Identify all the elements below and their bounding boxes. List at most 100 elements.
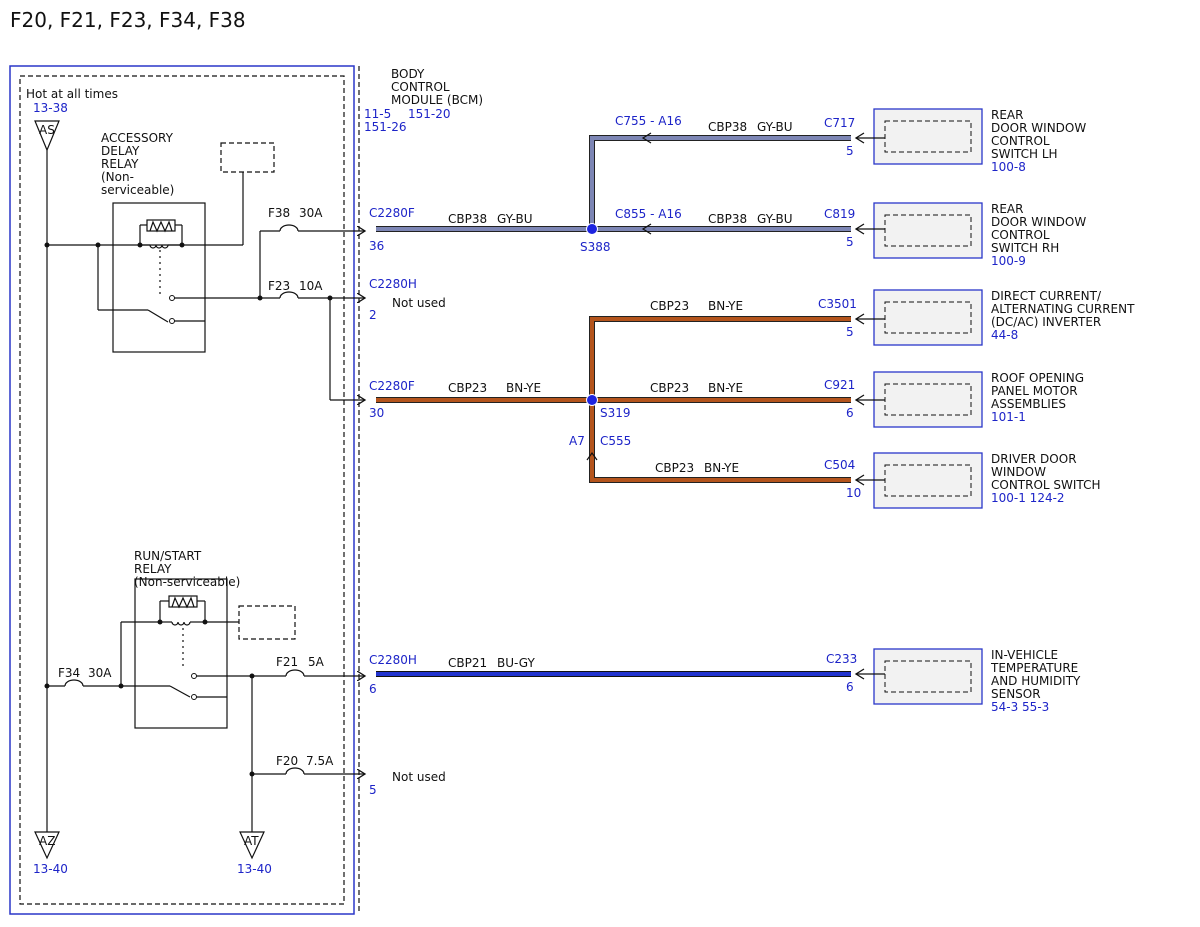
component-inner-dashed (884, 301, 972, 334)
wire-cbp23-left: CBP23 (448, 381, 487, 395)
component-box (873, 371, 983, 428)
wire-cbp23-lower: CBP23 (655, 461, 694, 475)
connector-arrow-icon (854, 313, 865, 325)
component-name-line: SWITCH LH (991, 147, 1058, 161)
tap-az-ref: 13-40 (33, 862, 68, 876)
wire-gybu-upper: GY-BU (757, 120, 793, 134)
component-name-line: ROOF OPENING (991, 371, 1084, 385)
wire-cbp23-right: CBP23 (650, 381, 689, 395)
conn-c2280f-top: C2280F (369, 206, 415, 220)
splice-c755: C755 - A16 (615, 114, 682, 128)
wire-gy-bu-upper (589, 135, 851, 229)
component-connector: C233 (826, 652, 857, 666)
bcm-label-3: MODULE (BCM) (391, 93, 483, 107)
runstart-relay-label-1: RUN/START (134, 549, 202, 563)
wire-cbp38-upper: CBP38 (708, 120, 747, 134)
bcm-ref-3: 151-26 (364, 120, 407, 134)
component-ref: 54-3 55-3 (991, 700, 1049, 714)
acc-relay-label-1: ACCESSORY (101, 131, 174, 145)
fuse-f20-amp: 7.5A (306, 754, 334, 768)
inline-connector-c755-icon (641, 132, 652, 144)
component-ref: 100-8 (991, 160, 1026, 174)
fuse-f34-amp: 30A (88, 666, 112, 680)
runstart-dashed-component (238, 605, 296, 640)
tap-at-ref: 13-40 (237, 862, 272, 876)
inline-connector-c855-icon (641, 223, 652, 235)
connector-arrow-icon (854, 132, 865, 144)
hot-ref: 13-38 (33, 101, 68, 115)
conn-c2280h-bot: C2280H (369, 653, 417, 667)
connector-arrow-icon (854, 668, 865, 680)
component-name-line: DRIVER DOOR (991, 452, 1077, 466)
conn-c2280f-mid: C2280F (369, 379, 415, 393)
runstart-relay-label-3: (Non-serviceable) (134, 575, 240, 589)
acc-relay-coil-icon (139, 219, 183, 296)
hot-at-all-times-label: Hot at all times (26, 87, 118, 101)
component-box (873, 648, 983, 705)
wire-bnye-lower: BN-YE (704, 461, 739, 475)
splice-s319: S319 (600, 406, 631, 420)
wire-gybu-left: GY-BU (497, 212, 533, 226)
component-pin: 10 (846, 486, 861, 500)
wire-bnye-right: BN-YE (708, 381, 743, 395)
wire-cbp38-left: CBP38 (448, 212, 487, 226)
component-inner-dashed (884, 660, 972, 693)
tap-az-label: AZ (39, 834, 55, 848)
conn-c2280h-top: C2280H (369, 277, 417, 291)
wire-bnye-left: BN-YE (506, 381, 541, 395)
bcm-ref-1: 11-5 (364, 107, 391, 121)
tap-as-label: AS (39, 123, 55, 137)
not-used-2: Not used (392, 770, 446, 784)
wire-cbp38-right: CBP38 (708, 212, 747, 226)
fuse-f38-icon (279, 224, 299, 232)
tap-az-icon (34, 831, 60, 860)
component-pin: 5 (846, 235, 854, 249)
component-name-line: DOOR WINDOW (991, 215, 1086, 229)
component-name-line: CONTROL SWITCH (991, 478, 1100, 492)
fuse-f38-amp: 30A (299, 206, 323, 220)
component-ref: 44-8 (991, 328, 1018, 342)
fuse-f23-icon (279, 291, 299, 299)
wire-bn-ye-upper (589, 316, 851, 400)
component-name-line: SENSOR (991, 687, 1041, 701)
wire-cbp23-upper: CBP23 (650, 299, 689, 313)
connector-arrow-icon (854, 474, 865, 486)
component-name-line: CONTROL (991, 134, 1050, 148)
runstart-relay-coil-icon (159, 595, 206, 668)
component-box (873, 202, 983, 259)
component-name-line: REAR (991, 108, 1023, 122)
fuse-f21-icon (285, 669, 305, 677)
pin-6: 6 (369, 682, 377, 696)
accessory-relay-box (112, 202, 206, 353)
acc-relay-label-3: RELAY (101, 157, 139, 171)
component-pin: 5 (846, 144, 854, 158)
connector-c555: C555 (600, 434, 631, 448)
fuse-f23-amp: 10A (299, 279, 323, 293)
tap-as-icon (34, 120, 60, 152)
fuse-f23-label: F23 (268, 279, 290, 293)
fuse-f20-label: F20 (276, 754, 298, 768)
connector-arrow-icon (854, 223, 865, 235)
acc-dashed-component (220, 142, 275, 173)
component-name-line: AND HUMIDITY (991, 674, 1081, 688)
acc-relay-label-5: serviceable) (101, 183, 174, 197)
pin-30: 30 (369, 406, 384, 420)
inline-connector-c555-icon (586, 451, 598, 461)
acc-relay-switch-icon (147, 309, 169, 323)
bcm-label-1: BODY (391, 67, 425, 81)
bcm-label-2: CONTROL (391, 80, 450, 94)
runstart-relay-label-2: RELAY (134, 562, 172, 576)
runstart-relay-box (134, 578, 228, 729)
wire-gybu-right: GY-BU (757, 212, 793, 226)
pin-5: 5 (369, 783, 377, 797)
component-connector: C3501 (818, 297, 857, 311)
fuse-f21-amp: 5A (308, 655, 325, 669)
component-name-line: PANEL MOTOR (991, 384, 1078, 398)
wire-bn-ye-lower (589, 400, 851, 483)
component-pin: 6 (846, 406, 854, 420)
